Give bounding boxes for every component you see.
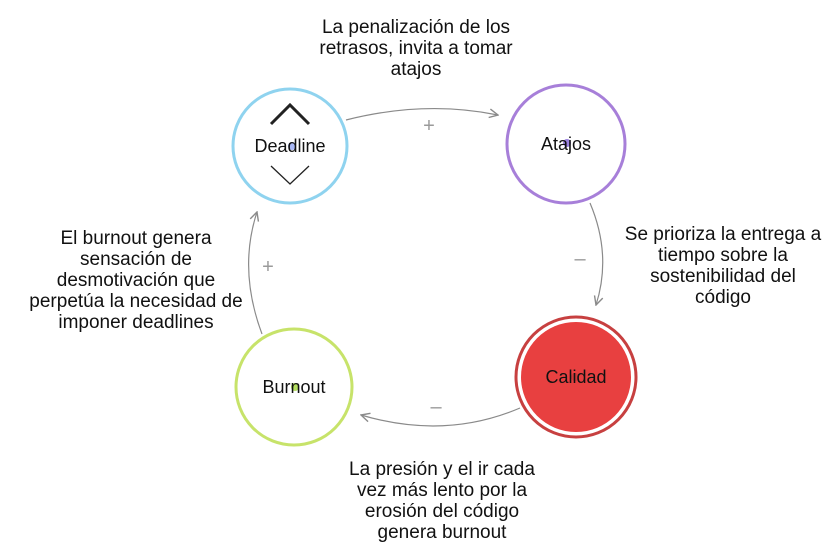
node-dot	[291, 383, 299, 391]
sign-atajos-calidad: –	[574, 248, 586, 270]
link-deadline-atajos	[345, 108, 498, 121]
node-label-atajos: Atajos	[541, 134, 591, 154]
sign-burnout-deadline: +	[262, 256, 274, 278]
sign-deadline-atajos: +	[423, 115, 435, 137]
node-label-calidad: Calidad	[545, 367, 606, 387]
node-burnout[interactable]: Burnout	[234, 327, 354, 447]
node-deadline[interactable]: Deadline	[231, 87, 349, 205]
node-dot	[563, 139, 571, 147]
caption-atajos-calidad: Se prioriza la entrega a tiempo sobre la…	[624, 224, 822, 308]
sign-calidad-burnout: –	[430, 396, 442, 418]
caption-deadline-atajos: La penalización de los retrasos, invita …	[319, 17, 513, 80]
node-dot	[288, 142, 296, 150]
node-atajos[interactable]: Atajos	[505, 83, 627, 205]
node-dot	[571, 373, 579, 381]
link-burnout-deadline	[248, 212, 263, 335]
node-label-deadline: Deadline	[254, 136, 325, 156]
caption-calidad-burnout: La presión y el ir cada vez más lento po…	[349, 459, 535, 543]
chevron-up-down-icon[interactable]	[269, 102, 311, 185]
node-calidad[interactable]: Calidad	[514, 315, 638, 439]
link-atajos-calidad	[589, 202, 604, 305]
caption-burnout-deadline: El burnout genera sensación de desmotiva…	[29, 228, 243, 333]
link-calidad-burnout	[361, 407, 521, 427]
node-label-burnout: Burnout	[262, 377, 325, 397]
